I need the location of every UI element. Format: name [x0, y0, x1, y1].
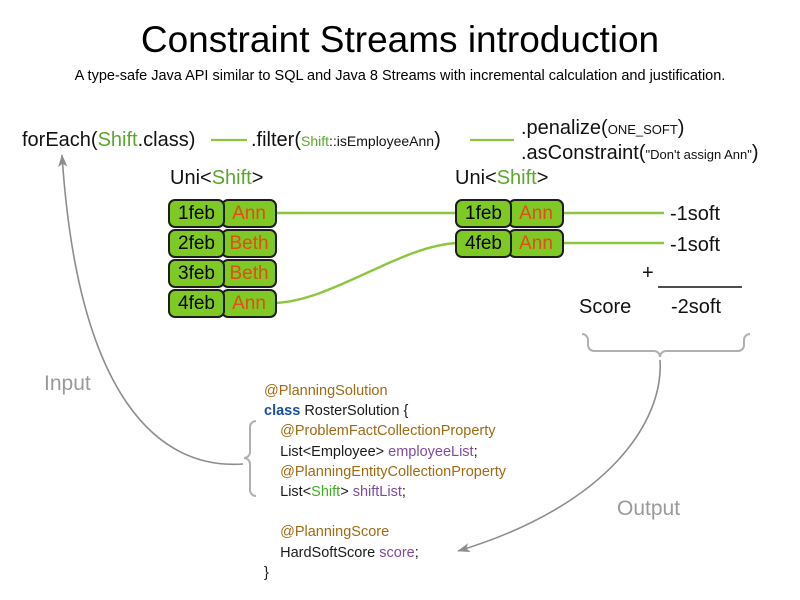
- page-subtitle: A type-safe Java API similar to SQL and …: [74, 68, 726, 84]
- shift-list-field: shiftList: [352, 484, 402, 501]
- uni-label-right: Uni<Shift>: [455, 166, 548, 190]
- shift-employee: Beth: [221, 229, 277, 258]
- uni-label-left: Uni<Shift>: [170, 166, 263, 190]
- uni-right-suffix: >: [536, 167, 549, 189]
- page-title: Constraint Streams introduction: [140, 19, 660, 60]
- shift-list-type-open: List<: [280, 484, 312, 501]
- shift-date: 1feb: [455, 199, 512, 228]
- score-total: -2soft: [671, 296, 722, 318]
- shift-list-type-param: Shift: [311, 484, 341, 501]
- penalize-call: .penalize(ONE_SOFT): [521, 116, 684, 142]
- filter-method: ::isEmployeeAnn: [329, 133, 435, 149]
- penalize-suffix: ): [677, 117, 685, 139]
- class-name: RosterSolution {: [304, 403, 409, 420]
- filter-call: .filter(Shift::isEmployeeAnn): [251, 128, 441, 153]
- foreach-prefix: forEach(: [22, 129, 98, 151]
- code-block: @PlanningSolution class RosterSolution {…: [264, 381, 506, 583]
- penalty-value-2: -1soft: [670, 234, 721, 256]
- code-properties-brace: [243, 420, 257, 497]
- annotation-problem-fact: @ProblemFactCollectionProperty: [280, 423, 496, 440]
- table-row[interactable]: 4feb Ann: [455, 229, 564, 258]
- input-label: Input: [44, 372, 91, 395]
- shift-date: 4feb: [168, 289, 225, 318]
- shift-list-type-close: >: [340, 484, 353, 501]
- shift-date: 2feb: [168, 229, 225, 258]
- sum-divider: [658, 286, 742, 288]
- shift-employee: Ann: [508, 199, 564, 228]
- semicolon: ;: [414, 544, 419, 561]
- shift-employee: Beth: [221, 259, 277, 288]
- shift-employee: Ann: [508, 229, 564, 258]
- score-brace: [581, 333, 751, 358]
- tuple-link-4feb: [271, 241, 459, 305]
- semicolon: ;: [401, 484, 406, 501]
- shift-employee: Ann: [221, 199, 277, 228]
- uni-left-suffix: >: [251, 167, 264, 189]
- score-field: score: [379, 544, 415, 561]
- foreach-type: Shift: [97, 129, 138, 151]
- employee-list-type: List<Employee>: [280, 443, 389, 460]
- score-label: Score: [579, 296, 632, 318]
- table-row[interactable]: 1feb Ann: [455, 199, 564, 228]
- as-constraint-prefix: .asConstraint(: [521, 142, 646, 164]
- class-close-brace: }: [264, 564, 269, 581]
- keyword-class: class: [264, 403, 301, 420]
- annotation-planning-solution: @PlanningSolution: [264, 383, 388, 399]
- shift-date: 1feb: [168, 199, 225, 228]
- employee-list-field: employeeList: [388, 443, 474, 460]
- foreach-suffix: .class): [137, 129, 196, 151]
- annotation-planning-entity: @PlanningEntityCollectionProperty: [280, 463, 507, 480]
- shift-employee: Ann: [221, 289, 277, 318]
- filter-type: Shift: [301, 133, 330, 149]
- penalize-arg: ONE_SOFT: [607, 122, 678, 137]
- foreach-call: forEach(Shift.class): [22, 128, 195, 152]
- uni-left-type: Shift: [211, 167, 252, 189]
- table-row[interactable]: 4feb Ann: [168, 289, 277, 318]
- sum-operator: +: [642, 262, 654, 284]
- shift-date: 3feb: [168, 259, 225, 288]
- filter-suffix: ): [434, 129, 441, 151]
- table-row[interactable]: 1feb Ann: [168, 199, 277, 228]
- table-row[interactable]: 2feb Beth: [168, 229, 277, 258]
- filter-prefix: .filter(: [251, 129, 301, 151]
- annotation-planning-score: @PlanningScore: [280, 524, 390, 541]
- as-constraint-suffix: ): [751, 142, 759, 164]
- table-row[interactable]: 3feb Beth: [168, 259, 277, 288]
- score-field-type: HardSoftScore: [280, 544, 380, 561]
- as-constraint-call: .asConstraint("Don't assign Ann"): [521, 141, 759, 167]
- penalty-value-1: -1soft: [670, 203, 721, 225]
- output-label: Output: [617, 497, 681, 520]
- uni-right-prefix: Uni<: [455, 167, 497, 189]
- penalize-prefix: .penalize(: [521, 117, 608, 139]
- uni-right-type: Shift: [496, 167, 537, 189]
- semicolon: ;: [473, 443, 478, 460]
- uni-left-prefix: Uni<: [170, 167, 212, 189]
- shift-date: 4feb: [455, 229, 512, 258]
- as-constraint-arg: "Don't assign Ann": [645, 147, 752, 162]
